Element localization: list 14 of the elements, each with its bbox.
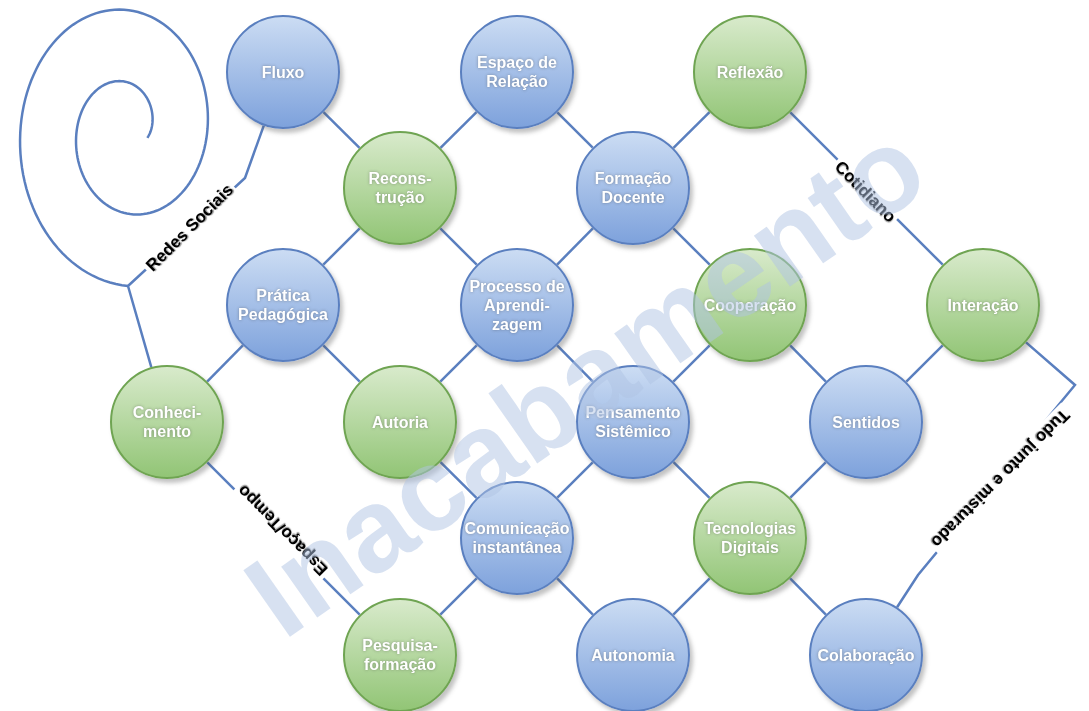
concept-label: Autonomia: [590, 645, 676, 665]
concept-label: Colaboração: [816, 645, 916, 665]
concept-label: Espaço de Relação: [476, 53, 558, 91]
concept-label: Fluxo: [260, 62, 306, 82]
concept-circle: [926, 248, 1040, 362]
connector-line: [439, 111, 478, 149]
concept-label: Interação: [946, 295, 1020, 315]
concept-label: Pesquisa- formação: [361, 637, 439, 674]
connector-line: [322, 111, 361, 149]
connector-line: [206, 344, 244, 383]
concept-label: Reflexão: [715, 62, 785, 82]
connector-line: [672, 111, 711, 149]
connector-line: [556, 111, 594, 149]
concept-label: Conheci- mento: [131, 403, 203, 441]
